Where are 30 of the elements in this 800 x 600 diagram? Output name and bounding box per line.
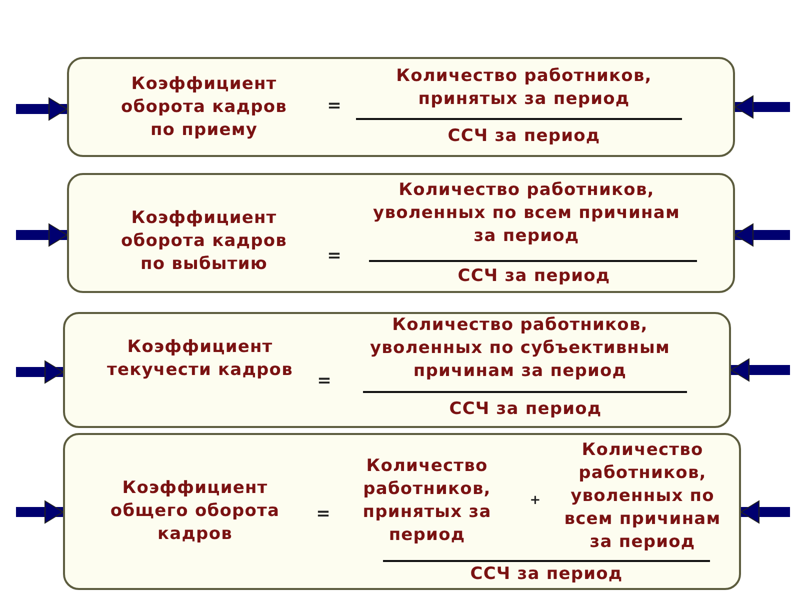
- block-arrow: [740, 500, 790, 524]
- block-arrow: [16, 360, 64, 384]
- equals-sign: =: [316, 370, 333, 393]
- numerator-text: Количество работников, уволенных по субъективным причинам за период: [369, 314, 671, 383]
- numerator-text: Количество работников, принятых за период: [362, 455, 492, 547]
- denominator-text: ССЧ за период: [446, 125, 602, 148]
- numerator-text: Количество работников, уволенных по всем причинам за период: [563, 439, 722, 554]
- coefficient-name: Коэффициент текучести кадров: [106, 336, 294, 382]
- block-arrow: [16, 98, 68, 120]
- coefficient-name: Коэффициент общего оборота кадров: [109, 477, 281, 546]
- formula-panel: [63, 312, 731, 428]
- block-arrow: [16, 224, 68, 246]
- block-arrow: [730, 358, 790, 382]
- denominator-text: ССЧ за период: [469, 563, 624, 586]
- denominator-text: ССЧ за период: [456, 265, 612, 288]
- plus-sign: +: [528, 492, 542, 510]
- denominator-text: ССЧ за период: [448, 398, 603, 421]
- numerator-text: Количество работников, принятых за период: [395, 65, 653, 111]
- formula-panel: [67, 173, 735, 293]
- numerator-text: Количество работников, уволенных по всем причинам за период: [372, 179, 681, 248]
- formula-panel: [63, 433, 741, 590]
- equals-sign: =: [326, 245, 343, 268]
- coefficient-name: Коэффициент оборота кадров по приему: [120, 73, 288, 142]
- block-arrow: [734, 96, 790, 118]
- coefficient-name: Коэффициент оборота кадров по выбытию: [120, 207, 288, 276]
- equals-sign: =: [315, 503, 332, 526]
- formula-panel: [67, 57, 735, 157]
- block-arrow: [734, 224, 790, 246]
- block-arrow: [16, 500, 64, 524]
- equals-sign: =: [326, 95, 343, 118]
